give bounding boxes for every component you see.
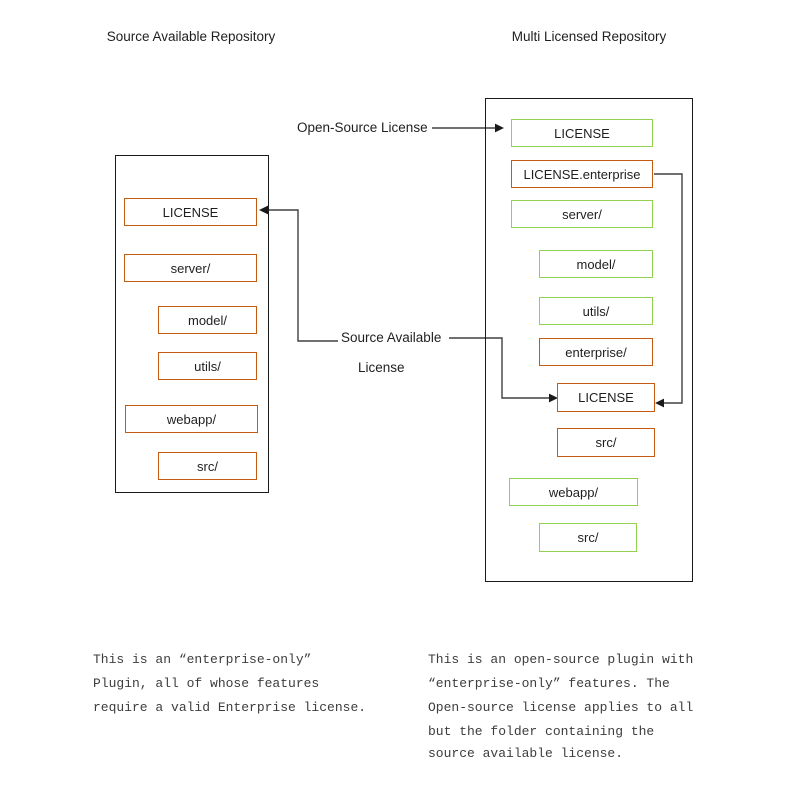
note-line: Open-source license applies to all: [428, 700, 694, 715]
note-line: require a valid Enterprise license.: [93, 700, 367, 715]
right-repo-folder-webapp: webapp/: [509, 478, 638, 506]
note-line: source available license.: [428, 746, 624, 761]
left-repo-folder-model: model/: [158, 306, 257, 334]
open-source-license-label: Open-Source License: [297, 120, 428, 136]
right-repo-inner-file-license: LICENSE: [557, 383, 655, 412]
right-repo-folder-enterprise: enterprise/: [539, 338, 653, 366]
right-repo-note: This is an open-source plugin with “ente…: [428, 648, 693, 764]
left-repo-title: Source Available Repository: [106, 29, 276, 44]
left-repo-folder-utils: utils/: [158, 352, 257, 380]
right-repo-folder-model: model/: [539, 250, 653, 278]
right-repo-file-license: LICENSE: [511, 119, 653, 147]
right-repo-inner-folder-src: src/: [557, 428, 655, 457]
left-repo-note: This is an “enterprise-only” Plugin, all…: [93, 648, 366, 720]
right-repo-file-license-enterprise: LICENSE.enterprise: [511, 160, 653, 188]
left-repo-folder-src: src/: [158, 452, 257, 480]
right-repo-frame: [485, 98, 693, 582]
left-repo-folder-server: server/: [124, 254, 257, 282]
connector-source-available-to-left-license: [259, 205, 338, 342]
right-repo-folder-utils: utils/: [539, 297, 653, 325]
left-repo-folder-webapp: webapp/: [125, 405, 258, 433]
right-repo-folder-server: server/: [511, 200, 653, 228]
right-repo-folder-src: src/: [539, 523, 637, 552]
note-line: This is an open-source plugin with: [428, 652, 694, 667]
note-line: This is an “enterprise-only”: [93, 652, 312, 667]
left-repo-frame: [115, 155, 269, 493]
right-repo-title: Multi Licensed Repository: [511, 29, 667, 44]
note-line: “enterprise-only” features. The: [428, 676, 670, 691]
left-repo-file-license: LICENSE: [124, 198, 257, 226]
source-available-license-label-line2: License: [358, 360, 405, 376]
source-available-license-label-line1: Source Available: [341, 330, 442, 346]
note-line: but the folder containing the: [428, 724, 655, 739]
note-line: Plugin, all of whose features: [93, 676, 320, 691]
